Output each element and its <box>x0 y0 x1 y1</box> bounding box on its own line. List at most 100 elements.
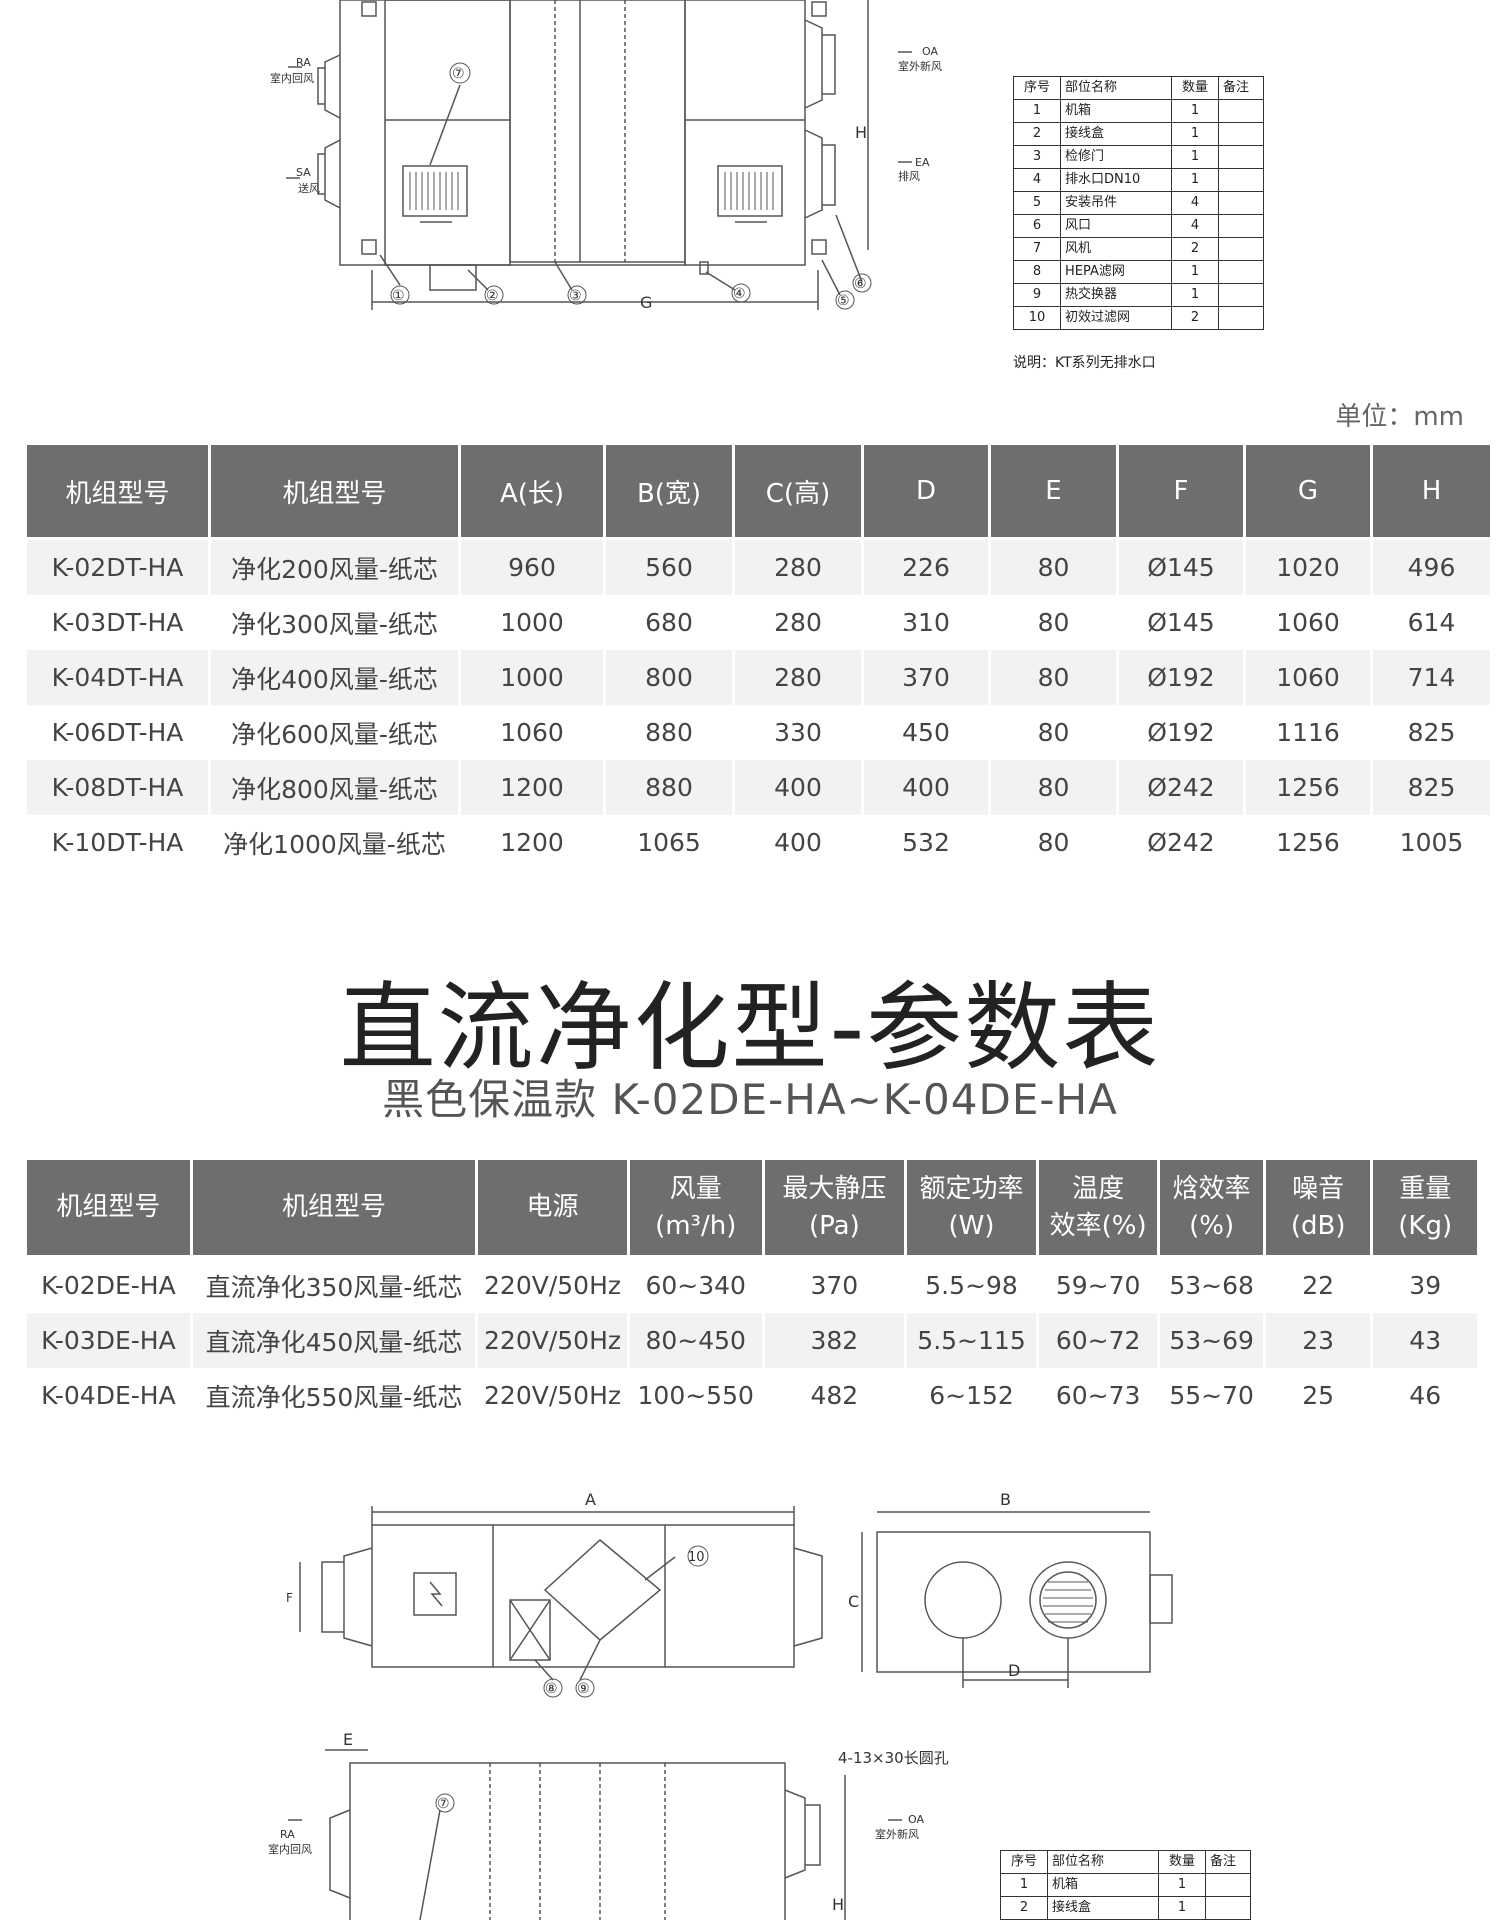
dimension-cell: 400 <box>735 760 861 815</box>
label-ra-bottom: RA <box>280 1828 295 1841</box>
callout-2: ② <box>486 288 499 304</box>
dimension-cell: 1005 <box>1373 815 1490 870</box>
dimension-cell: 1200 <box>461 815 603 870</box>
dimension-header-cell: A(长) <box>461 445 603 540</box>
params-cell: 382 <box>764 1313 905 1368</box>
dimension-cell: 450 <box>864 705 988 760</box>
dim-h: H <box>855 123 867 142</box>
dimension-cell: K-06DT-HA <box>27 705 208 760</box>
callout-6: ⑥ <box>854 276 867 292</box>
parts-header-cell: 数量 <box>1171 76 1219 100</box>
parts-cell: 1 <box>1171 168 1219 192</box>
dimension-cell: 310 <box>864 595 988 650</box>
parts-cell: 风口 <box>1060 214 1172 238</box>
label-sa-cn: 送风 <box>298 181 320 195</box>
params-header-line: (W) <box>948 1210 995 1241</box>
dimension-cell: 280 <box>735 540 861 595</box>
params-cell: 220V/50Hz <box>478 1258 627 1313</box>
dimension-cell: 960 <box>461 540 603 595</box>
parts-cell <box>1205 1896 1251 1920</box>
dimension-cell: 496 <box>1373 540 1490 595</box>
parts-cell: 8 <box>1013 260 1061 284</box>
parts-cell: 7 <box>1013 237 1061 261</box>
parts-cell: 2 <box>1171 306 1219 330</box>
parts-cell: 10 <box>1013 306 1061 330</box>
dimension-cell: Ø192 <box>1119 705 1243 760</box>
unit-label: 单位：mm <box>1335 402 1464 432</box>
params-header-line: (dB) <box>1290 1210 1346 1241</box>
label-ra-cn-bottom: 室内回风 <box>268 1842 312 1856</box>
parts-header-cell: 部位名称 <box>1060 76 1172 100</box>
params-cell: 直流净化450风量-纸芯 <box>192 1313 476 1368</box>
parts-cell: 1 <box>1158 1896 1206 1920</box>
dimension-cell: 880 <box>606 760 732 815</box>
parts-cell: 9 <box>1013 283 1061 307</box>
label-ea: EA <box>915 156 930 169</box>
dimension-cell: 880 <box>606 705 732 760</box>
dimension-cell: Ø242 <box>1119 760 1243 815</box>
params-header-cell: 噪音(dB) <box>1265 1160 1371 1258</box>
params-cell: K-02DE-HA <box>27 1258 190 1313</box>
dimension-cell: 370 <box>864 650 988 705</box>
params-header-line: 最大静压 <box>782 1173 887 1204</box>
params-cell: K-04DE-HA <box>27 1368 190 1423</box>
parts-header-cell: 数量 <box>1158 1850 1206 1874</box>
parts-header-cell: 备注 <box>1218 76 1264 100</box>
parts-cell <box>1218 260 1264 284</box>
parts-cell: 4 <box>1171 191 1219 215</box>
callout-4: ④ <box>733 286 746 302</box>
params-cell: 39 <box>1373 1258 1477 1313</box>
params-header-line: 温度 <box>1072 1173 1125 1204</box>
parts-cell: 排水口DN10 <box>1060 168 1172 192</box>
params-cell: 23 <box>1265 1313 1371 1368</box>
parts-cell: 5 <box>1013 191 1061 215</box>
parts-cell <box>1218 145 1264 169</box>
dimension-cell: 1020 <box>1246 540 1370 595</box>
dimension-cell: 1065 <box>606 815 732 870</box>
dimension-cell: 1060 <box>1246 650 1370 705</box>
parts-header-cell: 备注 <box>1205 1850 1251 1874</box>
dim-b: B <box>1000 1490 1011 1509</box>
params-cell: 55~70 <box>1160 1368 1263 1423</box>
params-cell: 59~70 <box>1038 1258 1158 1313</box>
parts-cell: 6 <box>1013 214 1061 238</box>
label-ea-cn: 排风 <box>898 169 920 183</box>
dimension-cell: 680 <box>606 595 732 650</box>
parts-cell <box>1218 214 1264 238</box>
parts-cell: 3 <box>1013 145 1061 169</box>
dimension-cell: 400 <box>864 760 988 815</box>
parts-cell: 2 <box>1013 122 1061 146</box>
parts-cell: 机箱 <box>1060 99 1172 123</box>
params-header-line: (Pa) <box>809 1210 860 1241</box>
params-header-cell: 温度效率(%) <box>1038 1160 1158 1258</box>
params-header-line: 焓效率 <box>1172 1173 1251 1204</box>
parts-cell: 1 <box>1000 1873 1048 1897</box>
dimension-cell: 1000 <box>461 595 603 650</box>
section-title: 直流净化型-参数表 <box>339 972 1161 1084</box>
dimension-cell: 614 <box>1373 595 1490 650</box>
params-header-line: 风量 <box>669 1173 722 1204</box>
callout-7: ⑦ <box>452 66 465 82</box>
params-cell: 60~340 <box>629 1258 762 1313</box>
dimension-cell: 1060 <box>1246 595 1370 650</box>
callout-9: ⑨ <box>577 1681 590 1697</box>
dimension-header-cell: 机组型号 <box>27 445 208 540</box>
dimension-cell: Ø145 <box>1119 595 1243 650</box>
params-cell: K-03DE-HA <box>27 1313 190 1368</box>
params-header-cell: 重量(Kg) <box>1373 1160 1477 1258</box>
params-header-line: (%) <box>1189 1210 1235 1241</box>
params-cell: 220V/50Hz <box>478 1313 627 1368</box>
params-cell: 80~450 <box>629 1313 762 1368</box>
label-oa-cn: 室外新风 <box>898 59 942 73</box>
params-header-cell: 风量(m³/h) <box>629 1160 762 1258</box>
dimension-cell: 825 <box>1373 760 1490 815</box>
